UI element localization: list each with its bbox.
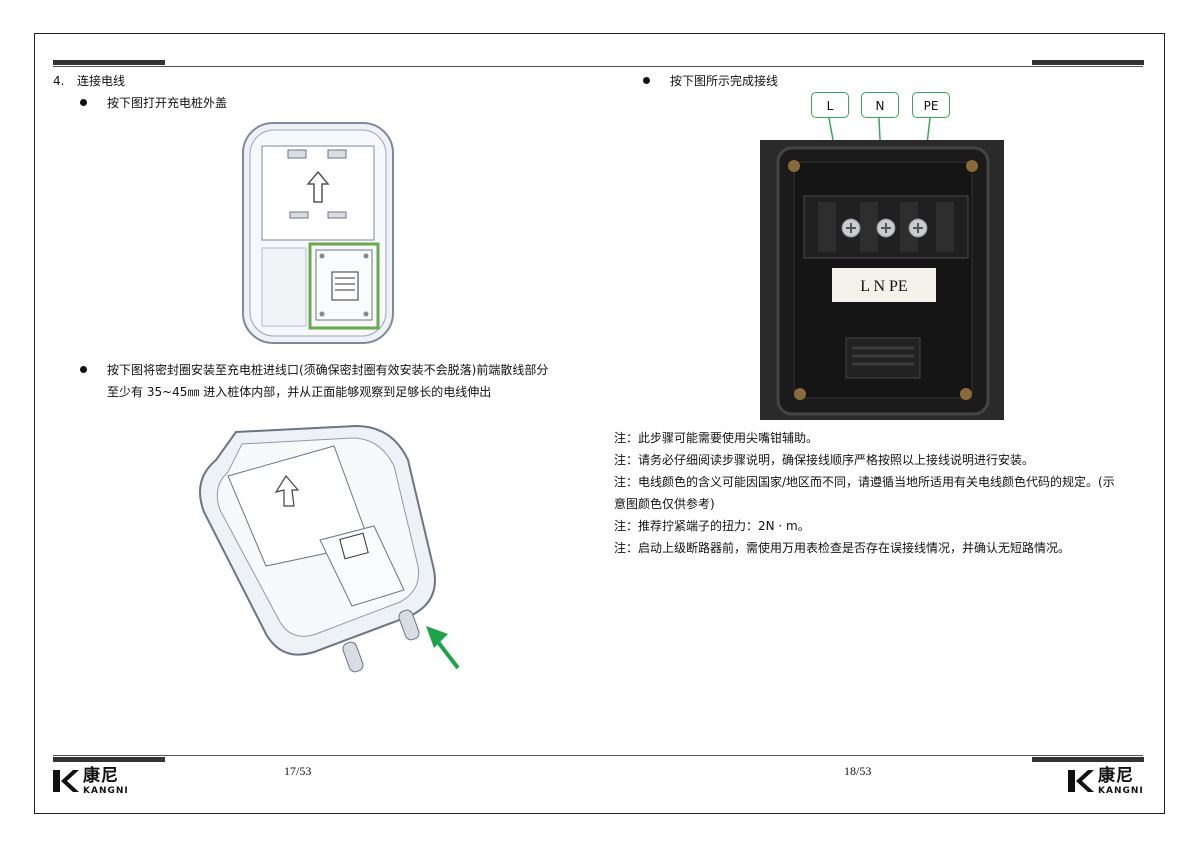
wire-label-l: L	[811, 92, 849, 118]
wire-label-n: N	[861, 92, 899, 118]
mount-hole-br	[960, 388, 972, 400]
footer-bar-right	[1032, 757, 1144, 762]
slot-right	[327, 211, 347, 219]
mount-hole-tl	[788, 160, 800, 172]
page-number-left: 17/53	[284, 764, 312, 778]
green-arrow-shaft	[436, 640, 460, 670]
left-bullet2-line2: 至少有 35~45㎜ 进入桩体内部，并从正面能够观察到足够长的电线伸出	[107, 385, 492, 399]
kangni-logo-left: 康尼 KANGNI	[53, 766, 133, 800]
note-5: 注：启动上级断路器前，需使用万用表检查是否存在误接线情况，并确认无短路情况。	[614, 541, 1071, 555]
angled-arrow-icon	[274, 474, 300, 507]
logo-en: KANGNI	[83, 786, 129, 796]
left-bullet1-text: 按下图打开充电桩外盖	[107, 96, 228, 110]
terminal-right	[327, 149, 347, 159]
wiring-photo: L N PE	[760, 118, 1004, 420]
kangni-logo-icon	[1068, 770, 1094, 792]
kangni-logo-right: 康尼 KANGNI	[1068, 766, 1148, 800]
left-bullet2-line1: 按下图将密封圈安装至充电桩进线口(须确保密封圈有效安装不会脱落)前端散线部分	[107, 363, 549, 377]
logo-cn: 康尼	[1098, 766, 1134, 786]
logo-cn: 康尼	[83, 766, 119, 786]
note-1: 注：此步骤可能需要使用尖嘴钳辅助。	[614, 431, 819, 445]
lower-left-panel	[261, 247, 307, 327]
angled-lower-plate	[319, 525, 405, 607]
kangni-logo-icon	[53, 770, 79, 792]
note-3-line1: 注：电线颜色的含义可能因国家/地区而不同，请遵循当地所适用有关电线颜色代码的规定…	[614, 475, 1115, 489]
mount-hole-tr	[966, 160, 978, 172]
right-bullet1-text: 按下图所示完成接线	[670, 74, 779, 88]
header-rule	[53, 66, 1143, 67]
mount-hole-bl	[794, 388, 806, 400]
footer-rule	[53, 755, 1143, 756]
bullet-icon	[80, 99, 87, 106]
warning-label	[331, 271, 359, 301]
footer-bar-left	[53, 757, 165, 762]
note-2: 注：请务必仔细阅读步骤说明，确保接线顺序严格按照以上接线说明进行安装。	[614, 453, 1035, 467]
header-bar-left	[53, 60, 165, 65]
angled-warning-label	[339, 532, 369, 560]
terminal-left	[287, 149, 307, 159]
logo-en: KANGNI	[1098, 786, 1144, 796]
header-bar-right	[1032, 60, 1144, 65]
section-number: 4.	[53, 74, 65, 88]
green-arrow-icon	[426, 626, 448, 648]
up-arrow-icon	[306, 170, 330, 203]
section-title: 连接电线	[77, 74, 126, 88]
note-3-line2: 意图颜色仅供参考)	[614, 497, 715, 511]
charger-angled-figure	[199, 424, 460, 673]
terminal-sticker	[832, 268, 936, 302]
charger-front-figure	[242, 122, 394, 344]
cable-gland-right	[398, 609, 420, 641]
page-frame	[34, 33, 1165, 814]
terminal-sticker-text: L N PE	[860, 278, 907, 295]
page-number-right: 18/53	[844, 764, 872, 778]
slot-left	[289, 211, 309, 219]
highlight-box	[308, 242, 380, 330]
bullet-icon	[643, 77, 650, 84]
wire-label-pe: PE	[912, 92, 950, 118]
cable-entry	[845, 337, 921, 379]
cable-gland-left	[342, 641, 364, 673]
note-4: 注：推荐拧紧端子的扭力：2N · m。	[614, 519, 810, 533]
bullet-icon	[80, 366, 87, 373]
